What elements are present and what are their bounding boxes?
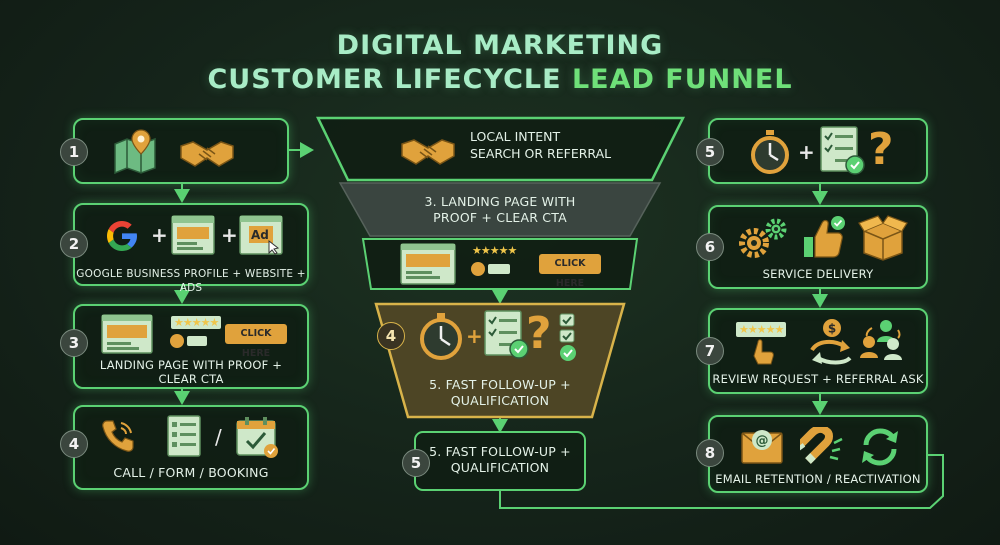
google-icon <box>107 221 137 251</box>
title-highlight: LEAD FUNNEL <box>571 64 793 95</box>
checklist-icon <box>484 310 529 359</box>
email-icon: @ <box>741 430 783 464</box>
step-8-label: EMAIL RETENTION / REACTIVATION <box>715 472 921 486</box>
handshake-icon <box>180 141 234 167</box>
step-4-card: / CALL / FORM / BOOKING <box>73 405 309 490</box>
funnel-stage5-number: 5 <box>402 449 430 477</box>
funnel-top-line2: SEARCH OR REFERRAL <box>470 146 612 161</box>
step-6-card: SERVICE DELIVERY <box>708 205 928 289</box>
calendar-icon <box>236 417 278 458</box>
people-icon <box>860 320 902 360</box>
step-3-label-line1: LANDING PAGE WITH PROOF + <box>99 358 283 372</box>
funnel-top-line1: LOCAL INTENT <box>470 129 561 144</box>
stopwatch-icon <box>751 130 789 174</box>
referral-icon: $ <box>810 319 852 365</box>
review-icon <box>753 339 774 365</box>
step-2-number: 2 <box>60 230 88 258</box>
title-main: CUSTOMER LIFECYCLE <box>207 64 562 95</box>
phone-icon <box>102 420 134 452</box>
click-here-button[interactable]: CLICK HERE <box>225 324 287 359</box>
step-7-card: ★★★★★ $ REVIEW REQUEST + REFERRAL ASK <box>708 308 928 394</box>
handshake-icon <box>401 139 455 165</box>
step-4-label: CALL / FORM / BOOKING <box>113 465 269 480</box>
funnel-stage4-line1: 5. FAST FOLLOW-UP + <box>429 377 571 392</box>
step-5-number: 5 <box>696 138 724 166</box>
stopwatch-icon <box>420 313 462 360</box>
step-1-card <box>73 118 289 184</box>
step-7-number: 7 <box>696 337 724 365</box>
step-3-number: 3 <box>60 329 88 357</box>
ad-label: Ad <box>251 228 269 242</box>
refresh-icon <box>862 428 898 466</box>
website-icon <box>171 215 215 255</box>
question-icon: ? <box>526 308 552 359</box>
funnel-stage3-line2: PROOF + CLEAR CTA <box>433 210 567 225</box>
step-8-card: @ EMAIL RETENTION / REACTIVATION <box>708 415 928 493</box>
slash-separator: / <box>215 425 222 449</box>
plus-sign: + <box>798 140 815 164</box>
thumbs-up-icon <box>804 216 845 258</box>
review-stars: ★★★★★ <box>171 316 222 329</box>
title-line1: DIGITAL MARKETING <box>336 30 664 61</box>
form-icon <box>167 415 201 457</box>
box-icon <box>858 215 908 261</box>
funnel-click-here-button[interactable]: CLICK HERE <box>539 254 601 289</box>
landing-page-icon <box>400 243 456 285</box>
funnel-review-stars: ★★★★★ <box>472 244 517 257</box>
ad-icon <box>239 215 283 255</box>
step-3-card: ★★★★★ CLICK HERE LANDING PAGE WITH PROOF… <box>73 304 309 389</box>
plus-sign: + <box>466 324 483 348</box>
svg-text:@: @ <box>756 434 769 449</box>
checklist-icon <box>820 126 865 175</box>
title-line2: CUSTOMER LIFECYCLE LEAD FUNNEL <box>0 64 1000 95</box>
review-stars: ★★★★★ <box>736 322 787 337</box>
step-6-number: 6 <box>696 233 724 261</box>
step-2-card: + + Ad GOOGLE BUSINESS PROFILE + WEBSITE… <box>73 203 309 294</box>
reviewer-avatar-icon <box>170 334 207 348</box>
step-2-label: GOOGLE BUSINESS PROFILE + WEBSITE + ADS <box>76 268 306 294</box>
check-badges-icon <box>559 313 576 361</box>
question-icon: ? <box>868 124 894 175</box>
landing-page-icon <box>101 314 153 354</box>
funnel-stage3-line1: 3. LANDING PAGE WITH <box>424 194 576 209</box>
plus-sign: + <box>221 223 238 247</box>
step-8-number: 8 <box>696 439 724 467</box>
map-pin-icon <box>114 129 156 175</box>
step-4-number: 4 <box>60 430 88 458</box>
step-3-label-line2: CLEAR CTA <box>158 372 224 386</box>
gears-icon <box>739 218 787 258</box>
reviewer-avatar-icon <box>471 262 510 276</box>
step-6-label: SERVICE DELIVERY <box>762 267 874 281</box>
funnel-stage5-line2: QUALIFICATION <box>450 460 550 475</box>
step-7-label: REVIEW REQUEST + REFERRAL ASK <box>712 372 924 386</box>
magnet-icon <box>800 427 843 464</box>
funnel-stage4-number: 4 <box>377 322 405 350</box>
step-5-card: + ? <box>708 118 928 184</box>
funnel-stage5-line1: 5. FAST FOLLOW-UP + <box>429 444 571 459</box>
step-1-number: 1 <box>60 138 88 166</box>
plus-sign: + <box>151 223 168 247</box>
funnel-stage4-line2: QUALIFICATION <box>450 393 550 408</box>
svg-text:$: $ <box>828 322 836 336</box>
